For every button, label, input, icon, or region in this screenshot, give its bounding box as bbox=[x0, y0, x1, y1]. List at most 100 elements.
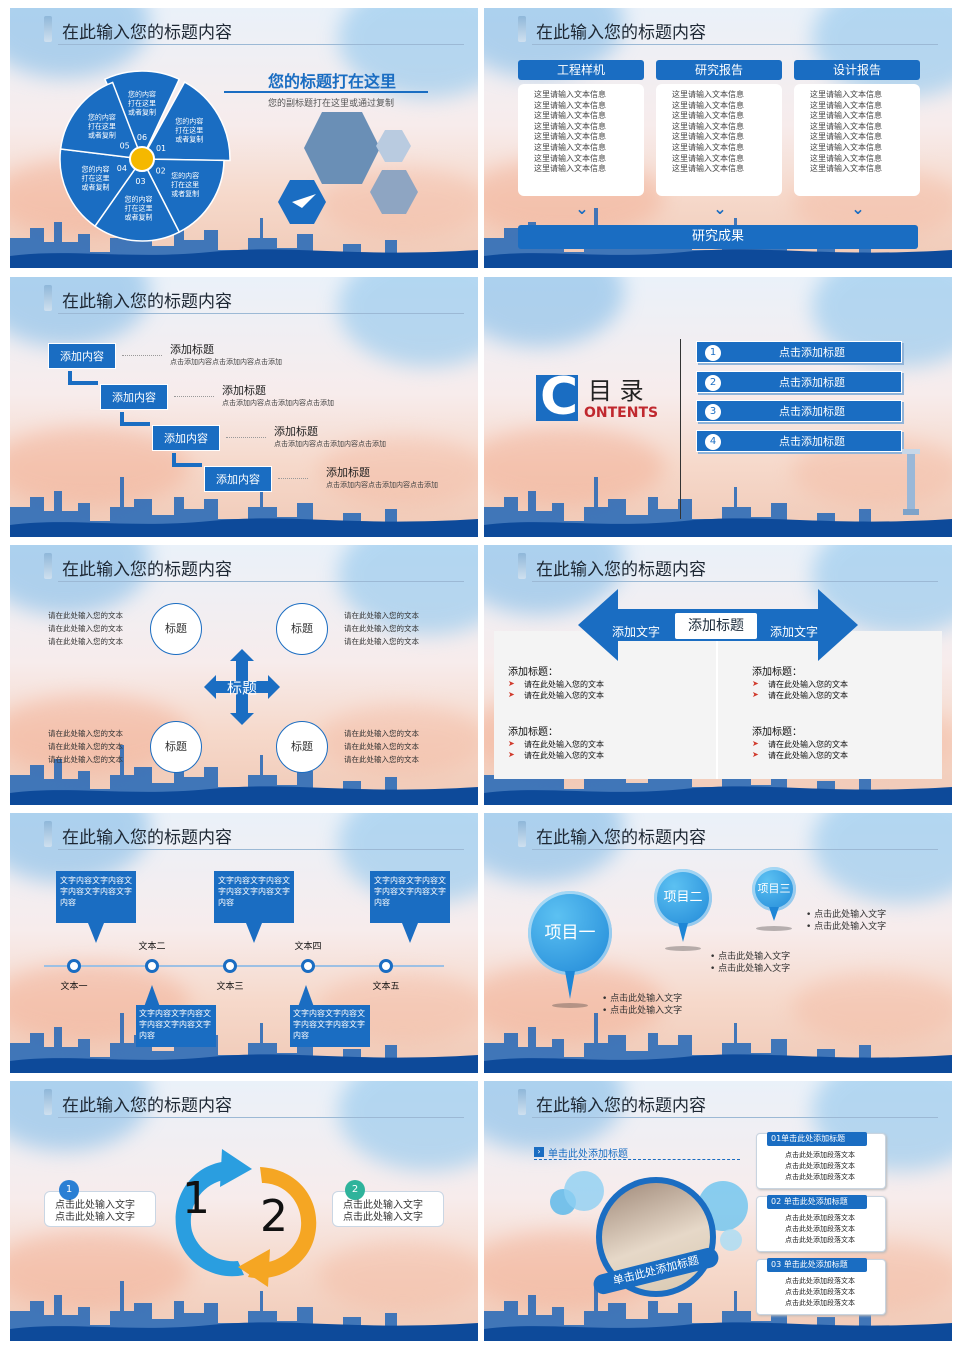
elbow-arrow-icon bbox=[172, 453, 202, 467]
cycle-number-1: 1 bbox=[182, 1173, 210, 1224]
column-line: 这里请输入文本信息 bbox=[810, 153, 882, 163]
contents-c-letter: C bbox=[540, 367, 579, 427]
slide-title: 在此输入您的标题内容 bbox=[62, 1096, 232, 1116]
topic-line: 请在此处输入您的文本 bbox=[48, 611, 123, 620]
toc-item-label: 点击添加标题 bbox=[779, 434, 845, 448]
step-box-2[interactable]: 添加内容 bbox=[100, 384, 168, 410]
toc-item-label: 点击添加标题 bbox=[779, 375, 845, 389]
city-skyline bbox=[10, 477, 478, 537]
step-box-3[interactable]: 添加内容 bbox=[152, 425, 220, 451]
column-header-2[interactable]: 研究报告 bbox=[656, 60, 782, 80]
bubble-tail bbox=[565, 971, 575, 999]
column-line: 这里请输入文本信息 bbox=[810, 164, 882, 174]
card-right-line-1: 点击此处输入文字 bbox=[343, 1200, 423, 1211]
elbow-arrow-icon bbox=[120, 412, 150, 426]
topic-line: 请在此处输入您的文本 bbox=[48, 624, 123, 633]
topic-circle-4[interactable]: 标题 bbox=[276, 721, 328, 773]
column-line: 这里请输入文本信息 bbox=[672, 142, 744, 152]
pillar-icon bbox=[902, 449, 920, 515]
bubble-shadow bbox=[756, 925, 792, 931]
timeline-node-3[interactable] bbox=[223, 959, 237, 973]
bullet-arrow-icon: ➤ bbox=[752, 750, 759, 759]
bubble-2[interactable]: 项目二 bbox=[654, 869, 712, 927]
topic-circle-1[interactable]: 标题 bbox=[150, 603, 202, 655]
callout-pointer bbox=[246, 923, 262, 943]
info-card-line: 点击此处添加段落文本 bbox=[785, 1288, 855, 1296]
pie-segment-number: 04 bbox=[117, 164, 127, 173]
arrow-center-title[interactable]: 添加标题 bbox=[675, 613, 757, 639]
pie-segment-04[interactable] bbox=[59, 148, 144, 228]
pillar-icon bbox=[44, 1089, 52, 1115]
column-line: 这里请输入文本信息 bbox=[534, 100, 606, 110]
info-card-line: 点击此处添加段落文本 bbox=[785, 1225, 855, 1233]
toc-item-label: 点击添加标题 bbox=[779, 346, 845, 359]
card-left[interactable]: 1 点击此处输入文字 点击此处输入文字 bbox=[44, 1180, 156, 1227]
step-box-1[interactable]: 添加内容 bbox=[48, 343, 116, 369]
pie-segment-01[interactable] bbox=[140, 81, 231, 162]
toc-item-number: 2 bbox=[705, 374, 721, 391]
pillar-icon bbox=[44, 553, 52, 579]
callout-top[interactable]: 文字内容文字内容文字内容文字内容文字内容 bbox=[370, 871, 450, 923]
column-header-3[interactable]: 设计报告 bbox=[794, 60, 920, 80]
pie-segment-text: 您的内容打在这里或者复制 bbox=[128, 89, 156, 116]
pillar-icon bbox=[44, 821, 52, 847]
pie-segment-02[interactable] bbox=[140, 158, 225, 234]
bubble-1[interactable]: 项目一 bbox=[528, 891, 612, 975]
list-bullet: 请在此处输入您的文本 bbox=[524, 740, 604, 749]
result-bar[interactable]: 研究成果 bbox=[518, 225, 918, 249]
bubble-tail bbox=[678, 923, 688, 942]
pie-segment-number: 03 bbox=[135, 177, 145, 186]
pie-segment-03[interactable] bbox=[93, 157, 181, 242]
slide-6[interactable]: 在此输入您的标题内容 添加文字 添加标题 添加文字 添加标题：➤请在此处输入您的… bbox=[484, 545, 952, 805]
bubble-3[interactable]: 项目三 bbox=[752, 867, 796, 911]
column-line: 这里请输入文本信息 bbox=[534, 90, 606, 99]
step-title-4: 添加标题 bbox=[326, 466, 370, 479]
pie-segment-05[interactable] bbox=[59, 81, 144, 160]
pie-segment-number: 02 bbox=[156, 167, 166, 176]
callout-top[interactable]: 文字内容文字内容文字内容文字内容文字内容 bbox=[56, 871, 136, 923]
timeline-node-4[interactable] bbox=[301, 959, 315, 973]
column-line: 这里请输入文本信息 bbox=[534, 132, 606, 142]
topic-circle-3[interactable]: 标题 bbox=[150, 721, 202, 773]
step-dotted-line bbox=[278, 478, 308, 479]
bubble-shadow bbox=[552, 1003, 588, 1008]
s10-heading[interactable]: 单击此处添加标题 bbox=[548, 1149, 628, 1160]
pie-segment-06[interactable] bbox=[103, 70, 181, 161]
info-card-line: 点击此处添加段落文本 bbox=[785, 1299, 855, 1307]
slide-9[interactable]: 在此输入您的标题内容 1 2 1 点击此处输入文字 点击此处输入文字 2 点击此… bbox=[10, 1081, 478, 1341]
slide-8[interactable]: 在此输入您的标题内容 项目一• 点击此处输入文字• 点击此处输入文字项目二• 点… bbox=[484, 813, 952, 1073]
callout-bottom[interactable]: 文字内容文字内容文字内容文字内容文字内容 bbox=[136, 1005, 216, 1047]
callout-bottom[interactable]: 文字内容文字内容文字内容文字内容文字内容 bbox=[290, 1005, 370, 1047]
pie-segments[interactable]: 您的内容打在这里或者复制06您的内容打在这里或者复制01您的内容打在这里或者复制… bbox=[50, 64, 250, 244]
column-box-3: 这里请输入文本信息这里请输入文本信息这里请输入文本信息这里请输入文本信息这里请输… bbox=[794, 84, 920, 196]
topic-circle-2[interactable]: 标题 bbox=[276, 603, 328, 655]
info-card-2[interactable]: 02 单击此处添加标题点击此处添加段落文本点击此处添加段落文本点击此处添加段落文… bbox=[756, 1195, 886, 1252]
slide-5[interactable]: 在此输入您的标题内容 标题 标题请在此处输入您的文本请在此处输入您的文本请在此处… bbox=[10, 545, 478, 805]
info-card-3[interactable]: 03 单击此处添加标题点击此处添加段落文本点击此处添加段落文本点击此处添加段落文… bbox=[756, 1258, 886, 1315]
callout-top[interactable]: 文字内容文字内容文字内容文字内容文字内容 bbox=[214, 871, 294, 923]
card-right[interactable]: 2 点击此处输入文字 点击此处输入文字 bbox=[332, 1180, 444, 1227]
slide-3[interactable]: 在此输入您的标题内容 添加内容添加标题点击添加内容点击添加内容点击添加添加内容添… bbox=[10, 277, 478, 537]
slide-10[interactable]: 在此输入您的标题内容 › 单击此处添加标题 单击此处添加标题 01单击此处添加标… bbox=[484, 1081, 952, 1341]
step-box-4[interactable]: 添加内容 bbox=[204, 466, 272, 492]
toc-item-2[interactable]: 2 点击添加标题 bbox=[696, 370, 902, 393]
column-line: 这里请输入文本信息 bbox=[672, 90, 744, 99]
column-header-1[interactable]: 工程样机 bbox=[518, 60, 644, 80]
s1-heading: 您的标题打在这里 bbox=[268, 72, 397, 91]
timeline-node-5[interactable] bbox=[379, 959, 393, 973]
column-line: 这里请输入文本信息 bbox=[672, 111, 744, 121]
info-card-1[interactable]: 01单击此处添加标题点击此处添加段落文本点击此处添加段落文本点击此处添加段落文本 bbox=[756, 1132, 886, 1189]
bullet-arrow-icon: ➤ bbox=[752, 690, 759, 699]
timeline-node-1[interactable] bbox=[67, 959, 81, 973]
timeline-node-2[interactable] bbox=[145, 959, 159, 973]
slide-2[interactable]: 在此输入您的标题内容 工程样机这里请输入文本信息这里请输入文本信息这里请输入文本… bbox=[484, 8, 952, 268]
contents-label: ONTENTS bbox=[584, 405, 659, 421]
bubble-bullet: • 点击此处输入文字 bbox=[806, 922, 887, 932]
list-bullet: 请在此处输入您的文本 bbox=[768, 751, 848, 760]
slide-7[interactable]: 在此输入您的标题内容 文本一文本二文本三文本四文本五文字内容文字内容文字内容文字… bbox=[10, 813, 478, 1073]
